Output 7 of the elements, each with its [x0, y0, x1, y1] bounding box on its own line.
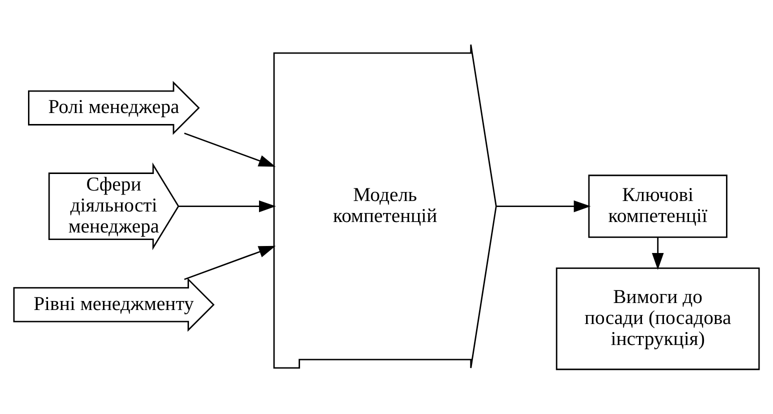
arrow — [184, 132, 276, 167]
node-box: Вимоги до посади (посадова інструкція) — [556, 267, 760, 370]
node-box: Ключові компетенції — [588, 174, 728, 238]
arrow — [652, 238, 664, 270]
arrow — [178, 200, 276, 212]
arrow — [184, 246, 276, 280]
arrow — [496, 200, 591, 212]
